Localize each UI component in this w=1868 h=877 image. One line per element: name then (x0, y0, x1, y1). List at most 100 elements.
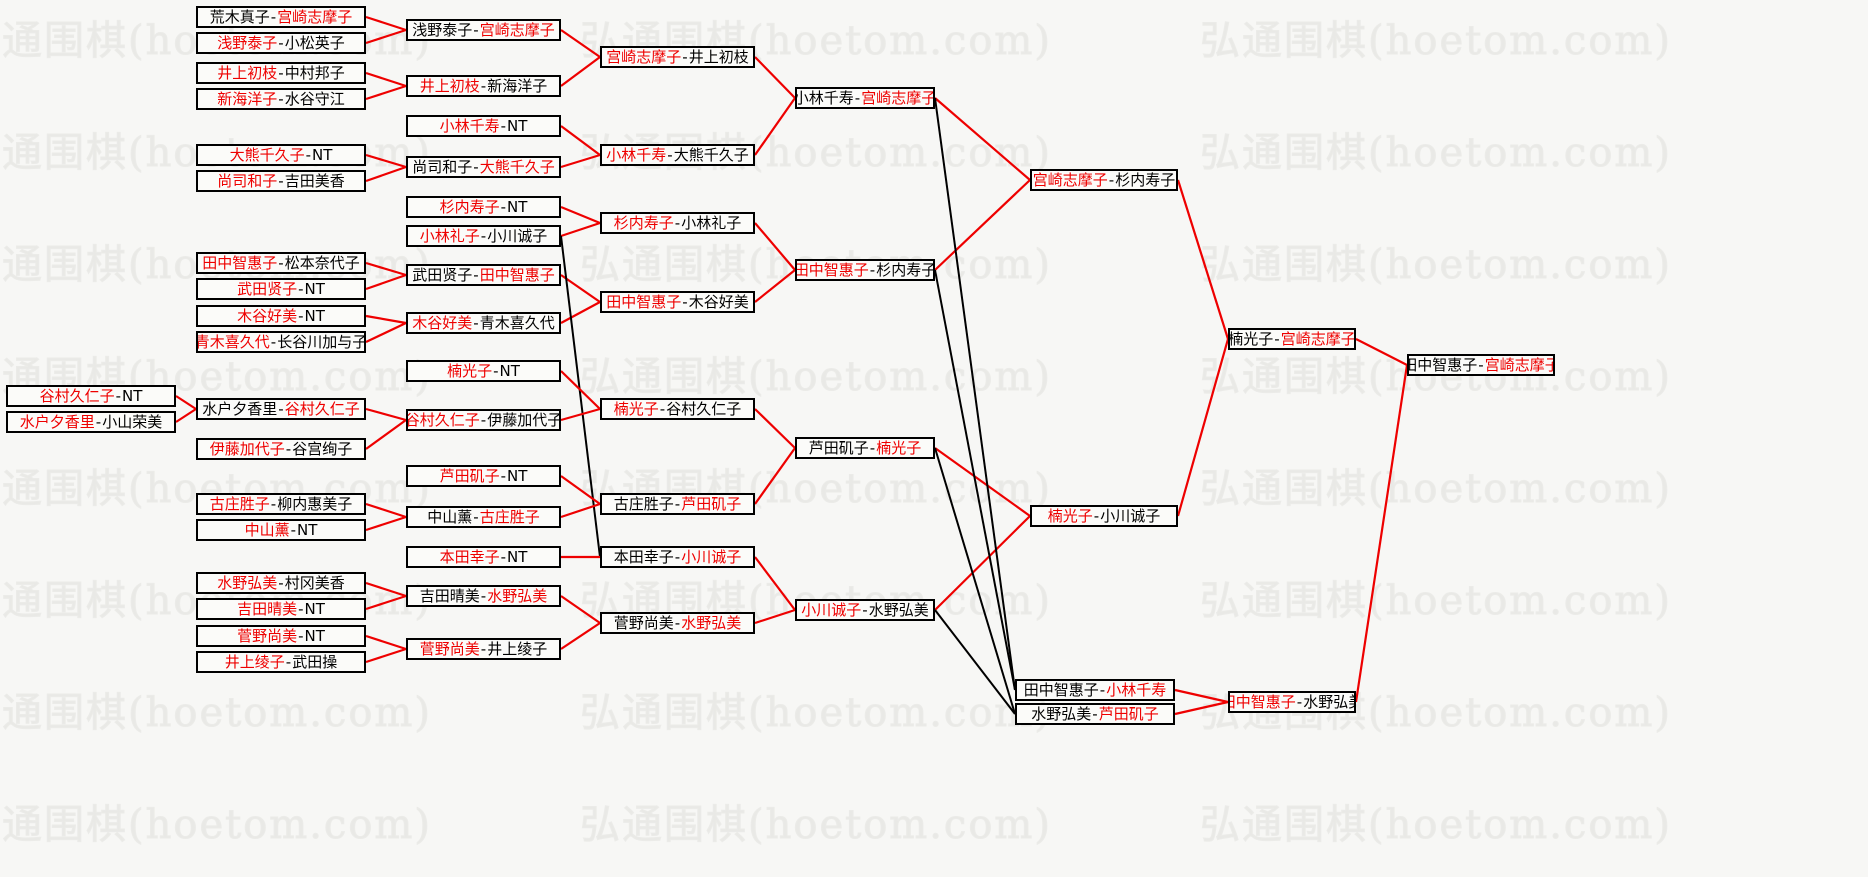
match-node[interactable]: 井上初枝-中村邦子 (196, 62, 366, 84)
match-node[interactable]: 尚司和子-大熊千久子 (406, 156, 561, 178)
player-left: 井上绫子 (224, 652, 285, 671)
connector-line (560, 502, 601, 519)
player-right: 水野弘美 (681, 613, 742, 632)
match-node[interactable]: 楠光子-小川诚子 (1030, 505, 1178, 527)
player-right: 谷村久仁子 (666, 399, 742, 418)
player-separator: - (674, 494, 681, 513)
connector-line (1174, 700, 1229, 716)
match-node[interactable]: 芦田矶子-NT (406, 465, 561, 487)
match-node[interactable]: 中山薰-NT (196, 519, 366, 541)
player-separator: - (1093, 506, 1100, 525)
match-node[interactable]: 伊藤加代子-谷宫绚子 (196, 438, 366, 460)
match-node[interactable]: 中山薰-古庄胜子 (406, 506, 561, 528)
match-node[interactable]: 小林礼子-小川诚子 (406, 225, 561, 247)
match-node[interactable]: 楠光子-NT (406, 360, 561, 382)
connector-line (175, 408, 197, 423)
connector-line (365, 647, 407, 664)
connector-line (365, 594, 407, 611)
match-node[interactable]: 水野弘美-芦田矶子 (1015, 703, 1175, 725)
match-node[interactable]: 木谷好美-青木喜久代 (406, 312, 561, 334)
match-node[interactable]: 井上绫子-武田操 (196, 651, 366, 673)
player-left: 宫崎志摩子 (606, 47, 682, 66)
player-right: NT (507, 466, 528, 485)
match-node[interactable]: 菅野尚美-NT (196, 625, 366, 647)
match-node[interactable]: 菅野尚美-水野弘美 (600, 612, 755, 634)
connector-line (934, 515, 1031, 611)
match-node[interactable]: 小林千寿-NT (406, 115, 561, 137)
match-node[interactable]: 宫崎志摩子-杉内寿子 (1030, 169, 1178, 191)
match-node[interactable]: 吉田晴美-NT (196, 598, 366, 620)
player-right: 宫崎志摩子 (277, 7, 353, 26)
match-node[interactable]: 大熊千久子-NT (196, 144, 366, 166)
watermark-text: 弘通围棋(hoetom.com) (0, 802, 432, 849)
player-left: 本田幸子 (613, 547, 674, 566)
player-separator: - (869, 438, 876, 457)
match-node[interactable]: 杉内寿子-小林礼子 (600, 212, 755, 234)
match-node[interactable]: 武田贤子-NT (196, 278, 366, 300)
player-right: 伊藤加代子 (487, 410, 561, 429)
player-left: 芦田矶子 (439, 466, 500, 485)
match-node[interactable]: 楠光子-宫崎志摩子 (1228, 328, 1356, 350)
player-left: 伊藤加代子 (209, 439, 285, 458)
match-node[interactable]: 谷村久仁子-伊藤加代子 (406, 409, 561, 431)
player-separator: - (1296, 692, 1303, 711)
match-node[interactable]: 田中智惠子-松本奈代子 (196, 252, 366, 274)
player-separator: - (682, 47, 688, 66)
player-separator: - (1274, 329, 1280, 348)
match-node[interactable]: 井上初枝-新海洋子 (406, 75, 561, 97)
match-node[interactable]: 吉田晴美-水野弘美 (406, 585, 561, 607)
match-node[interactable]: 水野弘美-村冈美香 (196, 572, 366, 594)
match-node[interactable]: 青木喜久代-长谷川加与子 (196, 331, 366, 353)
match-node[interactable]: 楠光子-谷村久仁子 (600, 398, 755, 420)
connector-line (365, 634, 407, 651)
match-node[interactable]: 田中智惠子-木谷好美 (600, 291, 755, 313)
player-separator: - (285, 652, 292, 671)
match-node[interactable]: 浅野泰子-宫崎志摩子 (406, 19, 561, 41)
match-node[interactable]: 浅野泰子-小松英子 (196, 32, 366, 54)
match-node[interactable]: 新海洋子-水谷守江 (196, 88, 366, 110)
connector-line (1355, 338, 1408, 366)
player-right: 中村邦子 (284, 63, 345, 82)
connector-line (754, 56, 796, 99)
player-separator: - (298, 306, 304, 325)
player-left: 木谷好美 (412, 313, 473, 332)
player-right: NT (122, 386, 143, 405)
match-node[interactable]: 菅野尚美-井上绫子 (406, 638, 561, 660)
player-left: 田中智惠子 (795, 260, 869, 279)
match-node[interactable]: 宫崎志摩子-井上初枝 (600, 46, 755, 68)
watermark-text: 弘通围棋(hoetom.com) (1200, 802, 1672, 849)
connector-line (560, 125, 601, 156)
player-separator: - (862, 600, 868, 619)
match-node[interactable]: 古庄胜子-柳内惠美子 (196, 493, 366, 515)
connector-line (365, 419, 407, 450)
match-node[interactable]: 小林千寿-宫崎志摩子 (795, 87, 935, 109)
connector-line (560, 29, 601, 58)
player-separator: - (473, 157, 479, 176)
match-node[interactable]: 谷村久仁子-NT (6, 385, 176, 407)
match-node[interactable]: 田中智惠子-水野弘美 (1228, 691, 1356, 713)
match-node[interactable]: 杉内寿子-NT (406, 196, 561, 218)
match-node[interactable]: 本田幸子-小川诚子 (600, 546, 755, 568)
match-node[interactable]: 田中智惠子-杉内寿子 (795, 259, 935, 281)
match-node[interactable]: 田中智惠子-小林千寿 (1015, 679, 1175, 701)
connector-line (365, 71, 407, 88)
player-right: NT (499, 361, 520, 380)
player-right: NT (304, 599, 325, 618)
player-separator: - (659, 399, 666, 418)
match-node[interactable]: 水户夕香里-谷村久仁子 (196, 398, 366, 420)
match-node[interactable]: 尚司和子-吉田美香 (196, 170, 366, 192)
match-node[interactable]: 小川诚子-水野弘美 (795, 599, 935, 621)
match-node[interactable]: 荒木真子-宫崎志摩子 (196, 6, 366, 28)
match-node[interactable]: 田中智惠子-宫崎志摩子 (1407, 354, 1555, 376)
match-node[interactable]: 武田贤子-田中智惠子 (406, 264, 561, 286)
match-node[interactable]: 芦田矶子-楠光子 (795, 437, 935, 459)
match-node[interactable]: 水户夕香里-小山荣美 (6, 411, 176, 433)
match-node[interactable]: 本田幸子-NT (406, 546, 561, 568)
match-node[interactable]: 木谷好美-NT (196, 305, 366, 327)
player-right: NT (297, 520, 318, 539)
player-left: 木谷好美 (237, 306, 298, 325)
match-node[interactable]: 古庄胜子-芦田矶子 (600, 493, 755, 515)
player-right: 小林礼子 (681, 213, 742, 232)
match-node[interactable]: 小林千寿-大熊千久子 (600, 144, 755, 166)
player-right: NT (507, 197, 528, 216)
